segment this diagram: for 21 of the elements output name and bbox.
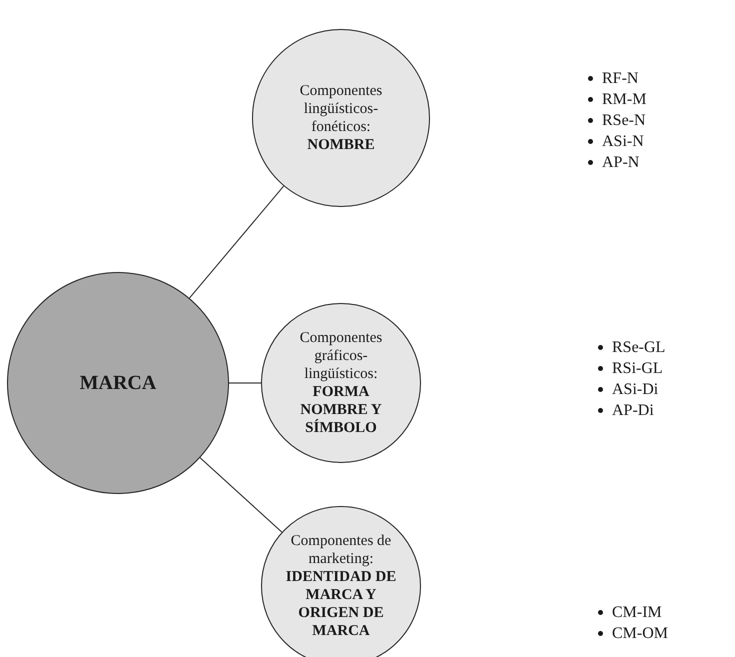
connector-line	[200, 457, 282, 533]
node-heading: Componentes lingüísticos-fonéticos:	[298, 82, 384, 136]
code-label: RF-N	[602, 69, 638, 89]
code-label: ASi-N	[602, 132, 644, 152]
code-label: RSe-N	[602, 111, 646, 131]
connector-line	[228, 382, 262, 384]
node-keyword: FORMA NOMBRE Y SÍMBOLO	[299, 383, 383, 437]
code-label: AP-N	[602, 153, 640, 173]
code-label: CM-OM	[612, 624, 668, 644]
node-title: MARCA	[80, 371, 156, 395]
node-keyword: NOMBRE	[307, 136, 375, 154]
code-label: RSe-GL	[612, 338, 666, 358]
code-label: RSi-GL	[612, 359, 663, 379]
connector-line	[188, 186, 284, 299]
code-label: RM-M	[602, 90, 646, 110]
code-label: ASi-Di	[612, 380, 658, 400]
node-keyword: IDENTIDAD DE MARCA Y ORIGEN DE MARCA	[284, 568, 398, 640]
node-heading: Componentes de marketing:	[290, 532, 392, 568]
code-label: CM-IM	[612, 603, 662, 623]
code-label: AP-Di	[612, 401, 654, 421]
node-heading: Componentes gráficos-lingüísticos:	[298, 329, 384, 383]
